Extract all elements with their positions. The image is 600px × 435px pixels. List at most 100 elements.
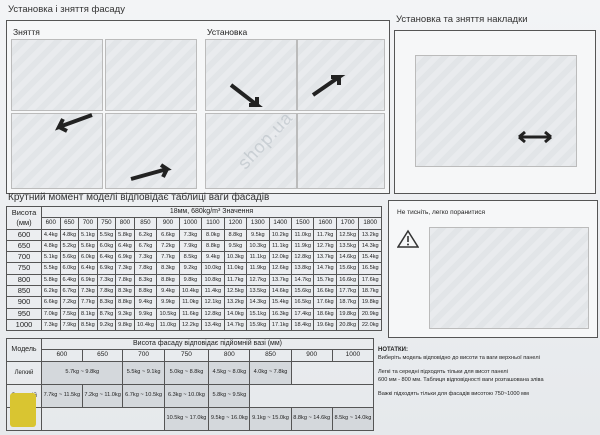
removal-detail-2: [105, 113, 197, 189]
weight-cell: 9.3kg: [115, 307, 135, 320]
install-cover-panel: [394, 30, 596, 194]
weight-cell: 8.8kg: [201, 239, 225, 253]
weight-cell: 7.3kg: [115, 262, 135, 275]
note-line: Легкі та середні підходять тільки для ви…: [378, 369, 508, 375]
weight-meta: 18мм, 680kg/m³ Значення: [41, 205, 382, 219]
weight-cell: 8.0kg: [201, 228, 225, 241]
weight-cell: 8.3kg: [133, 273, 158, 287]
row-height: 800: [6, 273, 42, 287]
range-cell: 6.7kg ~ 10.5kg: [122, 383, 165, 408]
weight-cell: 6.6kg: [156, 228, 180, 241]
weight-cell: 6.7kg: [133, 239, 158, 253]
weight-cell: 5.1kg: [78, 228, 98, 241]
range-cell: [249, 383, 374, 408]
weight-cell: 5.2kg: [59, 239, 80, 253]
note-line: Виберіть модель відповідно до висоти та …: [378, 355, 540, 361]
weight-cell: 5.8kg: [115, 228, 135, 241]
weight-cell: 4.4kg: [41, 228, 61, 241]
heading-install-facade: Установка і зняття фасаду: [8, 4, 125, 15]
weight-cell: 19.6kg: [313, 318, 337, 332]
weight-cell: 14.7kg: [291, 273, 315, 287]
weight-cell: 8.3kg: [96, 296, 117, 309]
width-cell: 600: [41, 217, 61, 230]
weight-cell: 9.9kg: [156, 296, 180, 309]
weight-cell: 4.8kg: [41, 239, 61, 253]
heading-install-cover: Установка та зняття накладки: [396, 14, 528, 25]
range-cell: 8.8kg ~ 14.6kg: [290, 406, 333, 431]
note-line: Важкі підходять тільки для фасадів висот…: [378, 391, 529, 397]
weight-cell: 7.3kg: [133, 251, 158, 264]
warning-icon: [397, 229, 419, 248]
weight-cell: 9.5kg: [246, 228, 270, 241]
install-facade-panel: Зняття Установка: [6, 20, 390, 194]
weight-cell: 16.3kg: [268, 307, 293, 320]
weight-cell: 18.7kg: [335, 296, 360, 309]
weight-cell: 8.1kg: [78, 307, 98, 320]
removal-step-1-illustration: [11, 39, 103, 111]
weight-cell: 12.0kg: [268, 251, 293, 264]
weight-cell: 14.0kg: [223, 307, 248, 320]
weight-cell: 11.1kg: [268, 239, 293, 253]
weight-cell: 9.8kg: [115, 318, 135, 332]
weight-cell: 20.8kg: [335, 318, 360, 332]
weight-cell: 10.5kg: [156, 307, 180, 320]
stamp-logo: [10, 393, 36, 427]
weight-cell: 16.5kg: [291, 296, 315, 309]
weight-cell: 15.7kg: [313, 273, 337, 287]
arrow-icon: [130, 163, 172, 181]
weight-cell: 7.8kg: [115, 273, 135, 287]
weight-cell: 7.3kg: [96, 273, 117, 287]
weight-cell: 7.0kg: [41, 307, 61, 320]
weight-cell: 12.2kg: [178, 318, 203, 332]
range-cell: 5.7kg ~ 9.8kg: [40, 360, 124, 385]
weight-cell: 13.4kg: [201, 318, 225, 332]
warning-text: Не тисніть, легко поранитися: [397, 209, 486, 216]
weight-cell: 11.0kg: [291, 228, 315, 241]
weight-cell: 16.6kg: [335, 273, 360, 287]
weight-cell: 11.0kg: [156, 318, 180, 332]
weight-cell: 9.4kg: [156, 285, 180, 298]
weight-cell: 17.7kg: [335, 285, 360, 298]
weight-cell: 9.4kg: [133, 296, 158, 309]
weight-cell: 20.9kg: [358, 307, 382, 320]
weight-cell: 7.7kg: [156, 251, 180, 264]
width-cell: 1600: [313, 217, 337, 230]
model-name: Легкий: [6, 360, 42, 385]
weight-cell: 17.6kg: [313, 296, 337, 309]
weight-cell: 19.8kg: [358, 296, 382, 309]
weight-cell: 6.6kg: [41, 296, 61, 309]
double-arrow-icon: [518, 130, 552, 144]
weight-cell: 11.6kg: [178, 307, 203, 320]
row-height: 850: [6, 285, 42, 298]
warning-illustration: [429, 227, 589, 329]
weight-cell: 15.4kg: [358, 251, 382, 264]
range-cell: 7.2kg ~ 11.0kg: [81, 383, 124, 408]
warning-panel: Не тисніть, легко поранитися: [388, 200, 598, 338]
weight-cell: 8.5kg: [78, 318, 98, 332]
weight-cell: 12.1kg: [201, 296, 225, 309]
weight-cell: 8.8kg: [115, 296, 135, 309]
weight-cell: 5.6kg: [78, 239, 98, 253]
weight-cell: 12.8kg: [201, 307, 225, 320]
weight-cell: 15.9kg: [246, 318, 270, 332]
weight-cell: 5.8kg: [41, 273, 61, 287]
weight-cell: 12.6kg: [268, 262, 293, 275]
weight-cell: 7.8kg: [133, 262, 158, 275]
model-col: 900: [290, 349, 333, 362]
width-cell: 900: [156, 217, 180, 230]
weight-cell: 13.8kg: [291, 262, 315, 275]
weight-cell: 12.8kg: [291, 251, 315, 264]
weight-cell: 17.1kg: [268, 318, 293, 332]
row-height: 1000: [6, 318, 42, 332]
heading-torque: Крутний момент моделі відповідає таблиці…: [8, 192, 270, 203]
model-col: 750: [163, 349, 210, 362]
weight-cell: 13.2kg: [358, 228, 382, 241]
width-cell: 1700: [335, 217, 360, 230]
